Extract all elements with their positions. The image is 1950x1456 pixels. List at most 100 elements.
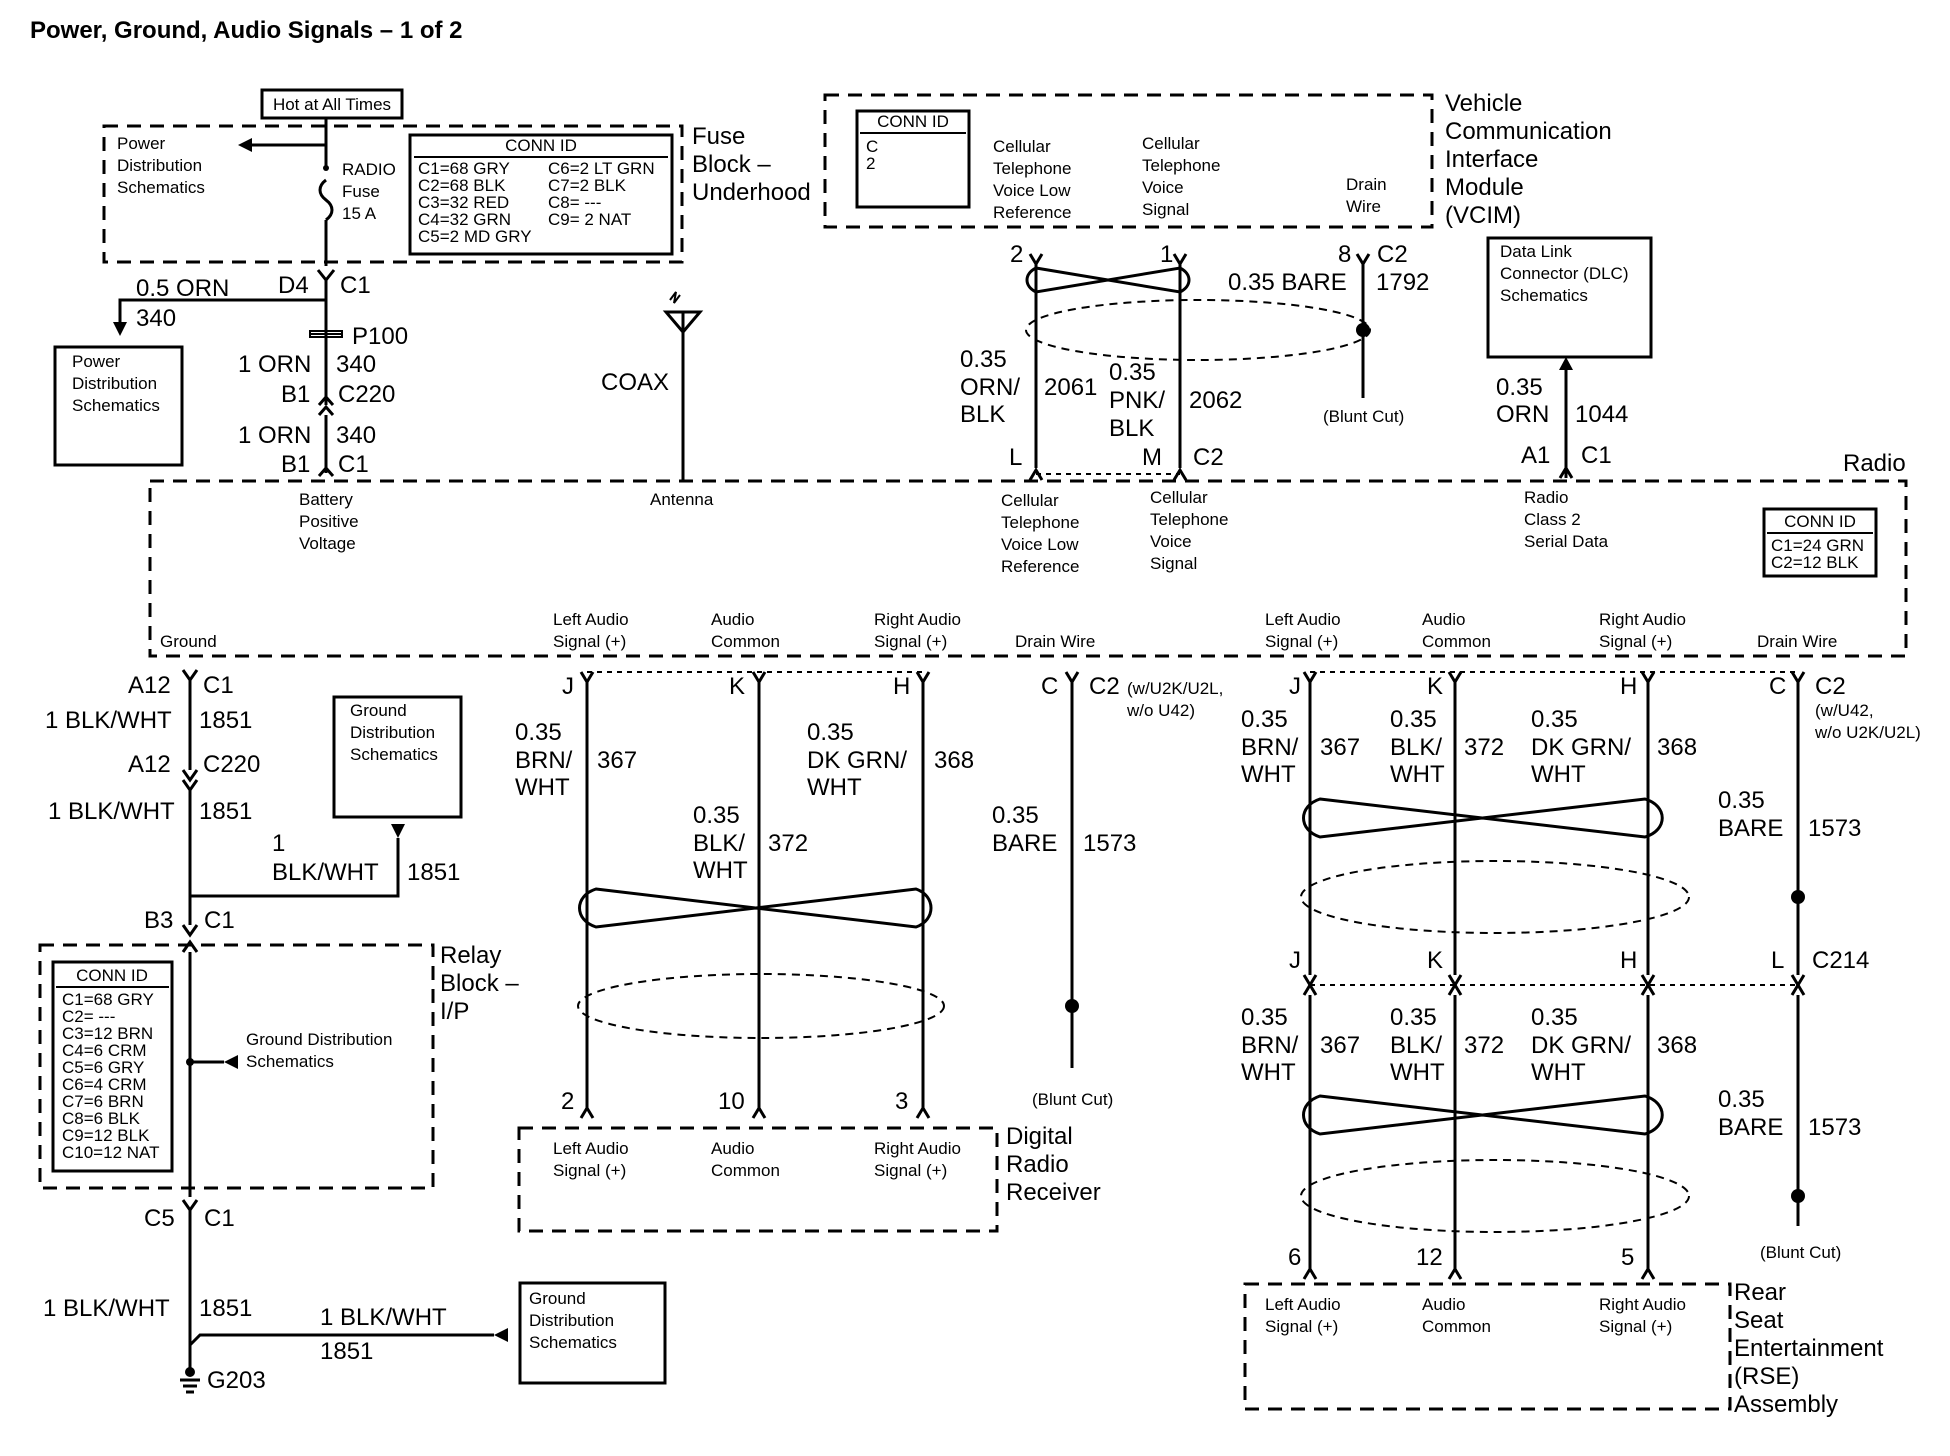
circuit-2061: 2061 [1044,374,1097,401]
vcim-pin1: 1 [1160,241,1173,268]
drr-c372: 372 [768,830,808,857]
ground-c220-conn: C220 [203,751,260,778]
vcim-pin2: 2 [1010,241,1023,268]
drr-cond-2: w/o U42) [1126,701,1195,720]
rse-w367b-2: BRN/ [1241,1032,1299,1059]
rse-c367b: 367 [1320,1032,1360,1059]
vcim-col2-4: Signal [1142,200,1189,219]
dlc-pin-a1: A1 [1521,442,1550,469]
vcim-wire-l-1: 0.35 [960,346,1007,373]
relay-block-ip: CONN ID C1=68 GRY C2= --- C3=12 BRN C4=6… [38,942,519,1190]
radio-cell-low-4: Reference [1001,557,1079,576]
drr-c368: 368 [934,747,974,774]
rse-c214-pin-k: K [1427,947,1443,974]
drr-wbare-1: 0.35 [992,802,1039,829]
vcim-col2-3: Voice [1142,178,1184,197]
radio-cell-sig-4: Signal [1150,554,1197,573]
gds1-3: Schematics [350,745,438,764]
radio-class2-1: Radio [1524,488,1568,507]
ground-wire1: 1 BLK/WHT [45,707,172,734]
rse-wbareb-2: BARE [1718,1114,1783,1141]
relay-conn-3: C3=12 BRN [62,1024,153,1043]
coax-label: COAX [601,369,669,396]
drr-pin-k: K [729,673,745,700]
radio-c2-conn: C2 [1193,444,1224,471]
drr-conn-c2: C2 [1089,673,1120,700]
fuse-label-3: 15 A [342,204,377,223]
rse-w372-3: WHT [1390,761,1445,788]
rse-w367-3: WHT [1241,761,1296,788]
vcim-bare-label: 0.35 BARE [1228,269,1347,296]
dlc-schematic-ref: Data Link Connector (DLC) Schematics 0.3… [1486,236,1653,479]
radio-conn-c2: C2=12 BLK [1771,553,1859,572]
drr-w372-1: 0.35 [693,802,740,829]
vcim-name-5: (VCIM) [1445,202,1521,229]
vcim-blunt-cut: (Blunt Cut) [1323,407,1404,426]
drr-name-3: Receiver [1006,1179,1101,1206]
dlc-wire-2: ORN [1496,401,1549,428]
relay-name-3: I/P [440,998,469,1025]
rse-c214-pin-l: L [1771,947,1784,974]
power-dist-box-2: Distribution [72,374,157,393]
g203-label: G203 [207,1367,266,1394]
radio-cell-sig-2: Telephone [1150,510,1228,529]
fuse-block-underhood: Hot at All Times Power Distribution Sche… [102,88,811,266]
drr-blunt-cut: (Blunt Cut) [1032,1090,1113,1109]
p100-label: P100 [352,323,408,350]
drr-w368-1: 0.35 [807,719,854,746]
radio-cell-low-2: Telephone [1001,513,1079,532]
rse-right-audio-2: Signal (+) [1599,1317,1672,1336]
dlc-conn-c1: C1 [1581,442,1612,469]
rse-w368b-3: WHT [1531,1059,1586,1086]
dlc-label-2: Connector (DLC) [1500,264,1629,283]
rse-cond-1: (w/U42, [1815,701,1874,720]
fuse-conn-c5: C5=2 MD GRY [418,227,532,246]
vcim-col3-2: Wire [1346,197,1381,216]
fuse-conn-c2: C2=68 BLK [418,176,506,195]
relay-conn-1: C1=68 GRY [62,990,154,1009]
drr-wbare-2: BARE [992,830,1057,857]
rse-c372b: 372 [1464,1032,1504,1059]
drr-pin-3: 3 [895,1088,908,1115]
radio-class2-3: Serial Data [1524,532,1609,551]
seg1-pin: B1 [281,381,310,408]
rse-cbare: 1573 [1808,815,1861,842]
drr-pin-10: 10 [718,1088,745,1115]
rse-c368: 368 [1657,734,1697,761]
gds3-1: Ground [529,1289,586,1308]
relay-conn-8: C8=6 BLK [62,1109,141,1128]
page-title: Power, Ground, Audio Signals – 1 of 2 [30,17,463,44]
radio-cell-sig-1: Cellular [1150,488,1208,507]
gds1-2: Distribution [350,723,435,742]
drr-pin-2: 2 [561,1088,574,1115]
drr-w368-2: DK GRN/ [807,747,907,774]
drr-right-audio-2: Signal (+) [874,1161,947,1180]
radio-antenna-label: Antenna [650,490,714,509]
relay-conn-7: C7=6 BRN [62,1092,144,1111]
rse-c367: 367 [1320,734,1360,761]
radio-left-audio-b1: Left Audio [1265,610,1341,629]
ground-a12-conn: C1 [203,672,234,699]
vcim-wire-l-2: ORN/ [960,374,1020,401]
radio-audio-common-b1: Audio [1422,610,1465,629]
relay-gds-1: Ground Distribution [246,1030,392,1049]
rse-left-audio-2: Signal (+) [1265,1317,1338,1336]
rse-c368b: 368 [1657,1032,1697,1059]
relay-conn-id-title: CONN ID [76,966,148,985]
radio-ground-label: Ground [160,632,217,651]
vcim-col1-4: Reference [993,203,1071,222]
radio-right-audio-a1: Right Audio [874,610,961,629]
seg1-wire: 1 ORN [238,351,311,378]
ground-c5-pin: C5 [144,1205,175,1232]
antenna-symbol: COAX [601,291,704,480]
rse-name-5: Assembly [1734,1391,1838,1418]
ground-a12-pin: A12 [128,672,171,699]
radio-audio-common-a1: Audio [711,610,754,629]
vcim-module: CONN ID C 2 Cellular Telephone Voice Low… [823,90,1612,229]
radio-battery-1: Battery [299,490,353,509]
rse-w372-1: 0.35 [1390,706,1437,733]
drr-left-audio-1: Left Audio [553,1139,629,1158]
radio-drain-b: Drain Wire [1757,632,1837,651]
rse-wbareb-1: 0.35 [1718,1086,1765,1113]
